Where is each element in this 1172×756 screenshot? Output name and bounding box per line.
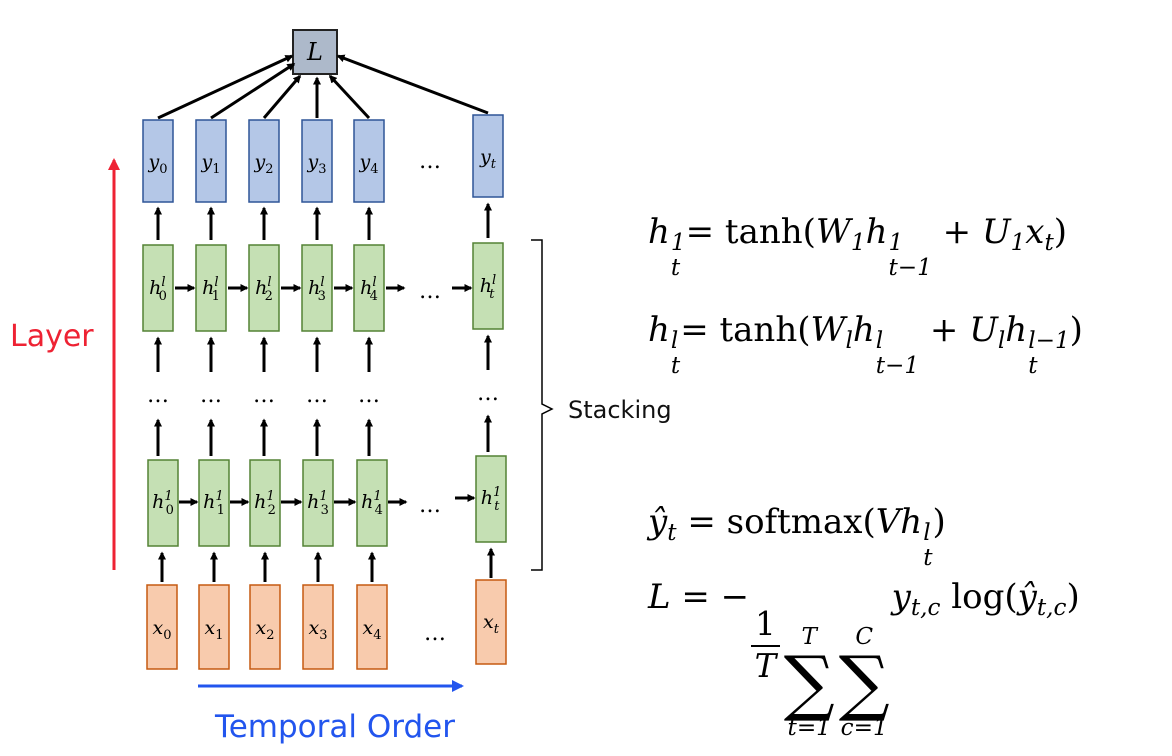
hidden-box — [472, 242, 504, 330]
input-ellipsis: … — [424, 621, 446, 646]
output-label: y2 — [253, 151, 273, 177]
layer-arrows-upper — [154, 334, 492, 372]
svg-text:…: … — [306, 383, 328, 408]
input-labels: x0 x1 x2 x3 x4 xt — [153, 611, 500, 643]
output-box — [472, 114, 504, 198]
recurrent-ellipsis-bottom: … — [419, 493, 441, 518]
output-label: yt — [479, 146, 497, 172]
recurrent-arrows-bottom — [179, 494, 476, 506]
hidden-box — [356, 459, 388, 547]
output-label: y4 — [358, 151, 378, 177]
svg-text:…: … — [477, 381, 499, 406]
input-label: x1 — [205, 617, 224, 643]
output-labels: y0 y1 y2 y3 y4 yt — [147, 146, 496, 177]
output-box — [301, 119, 333, 203]
input-arrows — [158, 547, 495, 582]
input-box — [146, 584, 178, 670]
hidden-box — [198, 459, 230, 547]
output-box — [195, 119, 227, 203]
output-box — [353, 119, 385, 203]
hidden-box — [142, 244, 174, 332]
hidden-box — [147, 459, 179, 547]
loss-arrows — [157, 54, 489, 120]
hidden-box — [475, 455, 507, 543]
layer-label: Layer — [10, 319, 94, 354]
output-box — [142, 119, 174, 203]
temporal-label: Temporal Order — [214, 709, 455, 745]
input-box — [302, 584, 334, 670]
input-label: xt — [483, 611, 500, 637]
layer-arrows-lower — [154, 414, 492, 456]
hidden-box — [249, 459, 281, 547]
input-box — [198, 584, 230, 670]
input-box — [356, 584, 388, 670]
input-label: x3 — [309, 617, 328, 643]
recurrent-ellipsis-top: … — [419, 279, 441, 304]
layer-ellipsis-row: … … … … … … — [147, 381, 499, 408]
svg-text:…: … — [200, 383, 222, 408]
input-label: x2 — [256, 617, 275, 643]
hidden-box — [301, 244, 333, 332]
input-label: x4 — [363, 617, 382, 643]
svg-text:…: … — [253, 383, 275, 408]
hidden-box — [353, 244, 385, 332]
stacking-label: Stacking — [568, 396, 672, 424]
svg-text:…: … — [147, 383, 169, 408]
hidden-box — [302, 459, 334, 547]
output-label: y1 — [200, 151, 220, 177]
output-label: y3 — [306, 151, 326, 177]
output-ellipsis: … — [419, 149, 441, 174]
stacking-bracket — [531, 239, 554, 571]
svg-text:…: … — [358, 383, 380, 408]
output-label: y0 — [147, 151, 167, 177]
hidden-row-top — [142, 242, 504, 332]
input-row — [146, 579, 507, 670]
output-box — [248, 119, 280, 203]
hidden-box — [248, 244, 280, 332]
input-box — [475, 579, 507, 665]
hidden-box — [195, 244, 227, 332]
loss-node — [292, 29, 338, 75]
input-label: x0 — [153, 617, 172, 643]
input-box — [249, 584, 281, 670]
hidden-row-bottom — [147, 455, 507, 547]
output-arrows — [154, 202, 492, 240]
loss-node-label: L — [306, 38, 323, 66]
output-row — [142, 114, 504, 203]
